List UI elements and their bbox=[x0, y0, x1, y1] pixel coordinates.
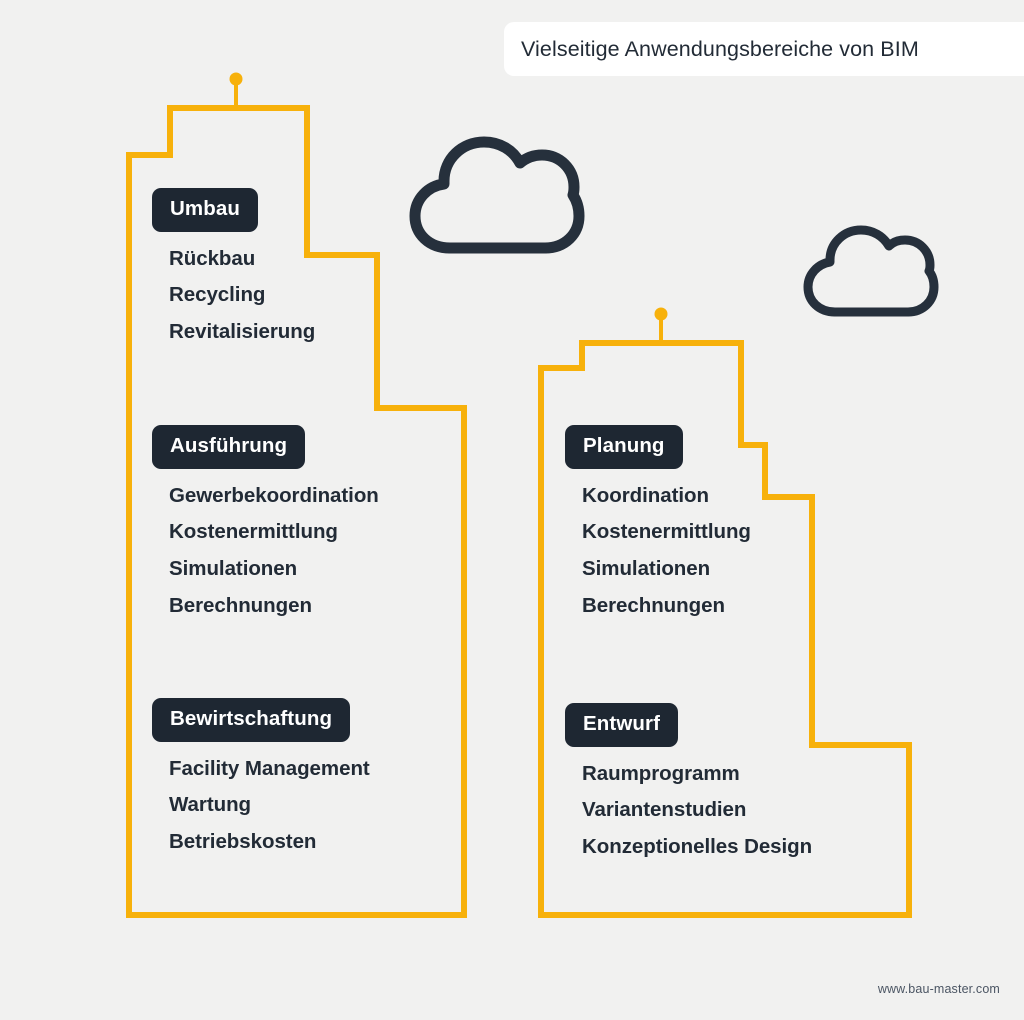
list-item: Kostenermittlung bbox=[582, 520, 751, 544]
list-item: Betriebskosten bbox=[169, 829, 317, 853]
cloud-icon-small bbox=[803, 225, 939, 317]
list-item: Berechnungen bbox=[582, 593, 725, 617]
group-planung: Planung Koordination Kostenermittlung Si… bbox=[565, 425, 751, 624]
group-label-planung[interactable]: Planung bbox=[565, 425, 683, 469]
group-umbau: Umbau Rückbau Recycling Revitalisierung bbox=[152, 188, 315, 351]
list-item: Wartung bbox=[169, 793, 252, 817]
list-item: Konzeptionelles Design bbox=[582, 834, 813, 858]
list-item: Recycling bbox=[169, 283, 266, 307]
list-item: Variantenstudien bbox=[582, 798, 747, 822]
list-item: Simulationen bbox=[582, 556, 711, 580]
group-items-umbau: Rückbau Recycling Revitalisierung bbox=[152, 241, 315, 351]
list-item: Berechnungen bbox=[169, 593, 312, 617]
group-label-entwurf[interactable]: Entwurf bbox=[565, 703, 678, 747]
list-item: Kostenermittlung bbox=[169, 520, 338, 544]
group-items-planung: Koordination Kostenermittlung Simulation… bbox=[565, 478, 751, 625]
group-items-entwurf: Raumprogramm Variantenstudien Konzeption… bbox=[565, 756, 812, 866]
page-title-card: Vielseitige Anwendungsbereiche von BIM bbox=[504, 22, 1024, 76]
list-item: Facility Management bbox=[169, 756, 370, 780]
group-items-bewirtschaftung: Facility Management Wartung Betriebskost… bbox=[152, 751, 370, 861]
group-ausfuehrung: Ausführung Gewerbekoordination Kostenerm… bbox=[152, 425, 379, 624]
antenna-pin-icon-right-dot bbox=[654, 307, 668, 321]
group-label-ausfuehrung[interactable]: Ausführung bbox=[152, 425, 306, 469]
antenna-pin-icon-left-dot bbox=[229, 72, 243, 86]
group-label-umbau[interactable]: Umbau bbox=[152, 188, 258, 232]
list-item: Raumprogramm bbox=[582, 761, 740, 785]
list-item: Simulationen bbox=[169, 556, 298, 580]
page-title: Vielseitige Anwendungsbereiche von BIM bbox=[521, 36, 919, 61]
cloud-icon-large bbox=[409, 136, 585, 254]
group-bewirtschaftung: Bewirtschaftung Facility Management Wart… bbox=[152, 698, 370, 861]
group-label-bewirtschaftung[interactable]: Bewirtschaftung bbox=[152, 698, 351, 742]
footer-website-url[interactable]: www.bau-master.com bbox=[877, 982, 1000, 996]
list-item: Revitalisierung bbox=[169, 319, 316, 343]
group-items-ausfuehrung: Gewerbekoordination Kostenermittlung Sim… bbox=[152, 478, 379, 625]
list-item: Gewerbekoordination bbox=[169, 483, 379, 507]
group-entwurf: Entwurf Raumprogramm Variantenstudien Ko… bbox=[565, 703, 812, 866]
list-item: Rückbau bbox=[169, 246, 256, 270]
list-item: Koordination bbox=[582, 483, 709, 507]
